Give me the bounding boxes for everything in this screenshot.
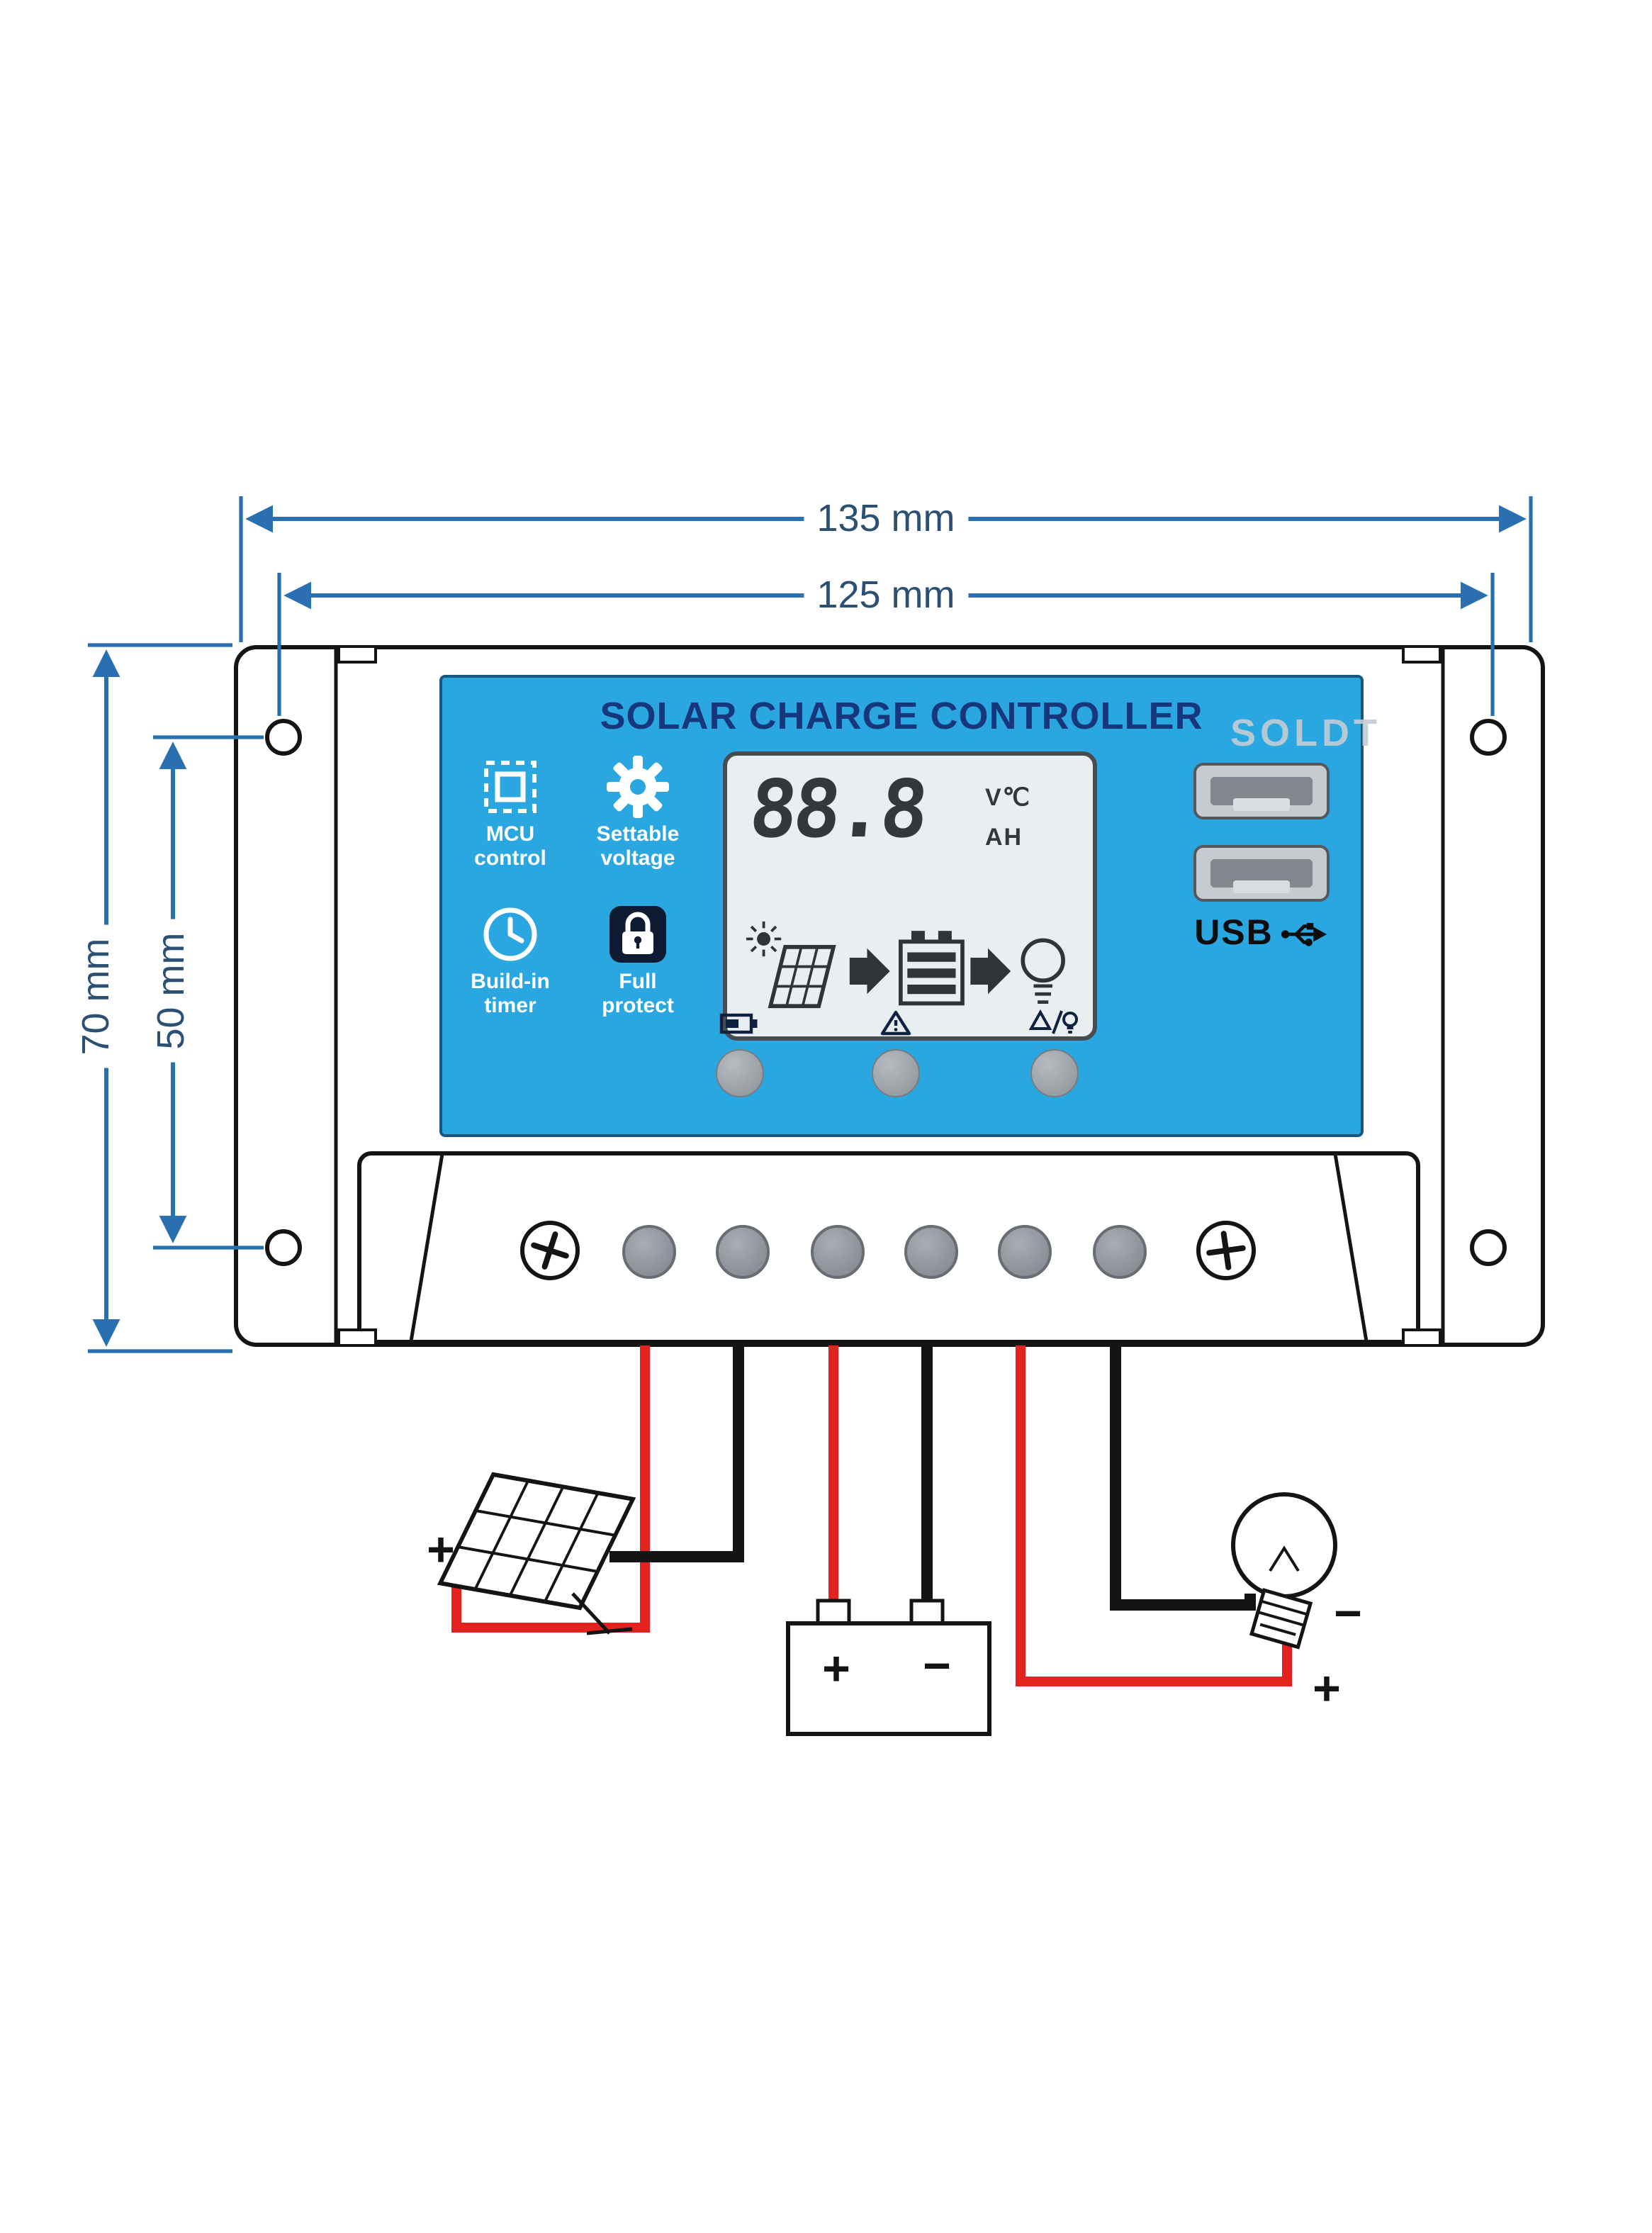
mounting-hole-top-left (265, 719, 302, 756)
feature-built-in-timer: Build-in timer (451, 902, 570, 1019)
load-indicator-icon (1029, 1008, 1080, 1036)
solar-panel-drawing (437, 1472, 636, 1635)
button-battery-select (716, 1049, 764, 1097)
mcu-chip-icon (484, 761, 536, 813)
lcd-reading: 88.8 (746, 764, 928, 856)
feature-settable-voltage: Settable voltage (578, 754, 697, 871)
feature-mcu-control: MCU control (451, 754, 570, 871)
arrow-right-icon (849, 948, 890, 995)
usb-tongue (1233, 880, 1290, 893)
case-screw-right (1196, 1221, 1256, 1280)
watermark: SOLDT (1230, 712, 1381, 754)
terminal-solar-positive (622, 1225, 676, 1279)
battery-icon (899, 931, 965, 1006)
solar-positive-wire (451, 1345, 650, 1633)
sun-and-panel-icon (746, 921, 836, 1009)
usb-trident-icon (1281, 922, 1327, 946)
solar-negative-wire (609, 1345, 744, 1562)
front-panel: SOLAR CHARGE CONTROLLER MCU control (439, 675, 1377, 1137)
inner-width-dimension-label: 125 mm (804, 573, 968, 617)
terminal-solar-negative (716, 1225, 770, 1279)
mounting-hole-bottom-right (1470, 1229, 1507, 1266)
gear-icon (607, 756, 669, 818)
panel-title: SOLAR CHARGE CONTROLLER (600, 695, 1203, 737)
lcd-unit-amp-hours: AH (985, 824, 1023, 851)
terminal-load-negative (1093, 1225, 1147, 1279)
warning-indicator-icon (870, 1008, 921, 1036)
clock-icon (483, 907, 537, 961)
mounting-hole-top-right (1470, 719, 1507, 756)
lcd-display: 88.8 V℃ AH (723, 751, 1097, 1041)
outer-height-dimension-label: 70 mm (74, 925, 118, 1068)
inner-height-dimension-label: 50 mm (150, 919, 193, 1063)
panel-stand (571, 1592, 633, 1635)
phillips-cross-icon (531, 1231, 569, 1270)
battery-positive-label: + (822, 1642, 850, 1696)
feature-label: Full protect (602, 970, 674, 1018)
outer-width-dimension-label: 135 mm (804, 497, 968, 541)
usb-slot (1210, 777, 1313, 811)
bulb-drawing (1231, 1492, 1337, 1650)
lock-icon (609, 906, 666, 963)
lcd-flow-icons (746, 921, 1065, 1009)
load-negative-wire (1110, 1345, 1256, 1611)
usb-logo: USB (1188, 913, 1335, 954)
battery-indicator-icon (714, 1009, 765, 1038)
button-settings (872, 1049, 920, 1097)
wires (451, 1345, 1292, 1686)
terminal-load-positive (998, 1225, 1052, 1279)
usb-port-bottom (1193, 845, 1330, 902)
feature-label: Settable voltage (596, 822, 680, 871)
case-screw-left (520, 1221, 580, 1280)
terminal-battery-positive (811, 1225, 865, 1279)
usb-port-top (1193, 763, 1330, 819)
load-positive-label: + (1313, 1662, 1341, 1716)
usb-slot (1210, 859, 1313, 893)
battery-drawing (786, 1599, 991, 1736)
usb-tongue (1233, 798, 1290, 811)
phillips-cross-icon (1206, 1231, 1246, 1270)
arrow-right-icon (970, 948, 1011, 995)
load-positive-wire (1016, 1345, 1292, 1686)
lcd-unit-volts-celsius: V℃ (985, 784, 1031, 811)
feature-label: MCU control (474, 822, 546, 871)
feature-label: Build-in timer (471, 970, 550, 1018)
load-negative-label: − (1334, 1587, 1362, 1641)
feature-full-protect: Full protect (578, 902, 697, 1019)
battery-negative-label: − (923, 1640, 951, 1694)
terminal-battery-negative (904, 1225, 958, 1279)
solar-positive-label: + (427, 1523, 455, 1577)
mounting-hole-bottom-left (265, 1229, 302, 1266)
button-load (1030, 1049, 1079, 1097)
bulb-icon (1021, 938, 1065, 1004)
terminal-tray (357, 1151, 1420, 1344)
usb-label: USB (1194, 913, 1274, 953)
